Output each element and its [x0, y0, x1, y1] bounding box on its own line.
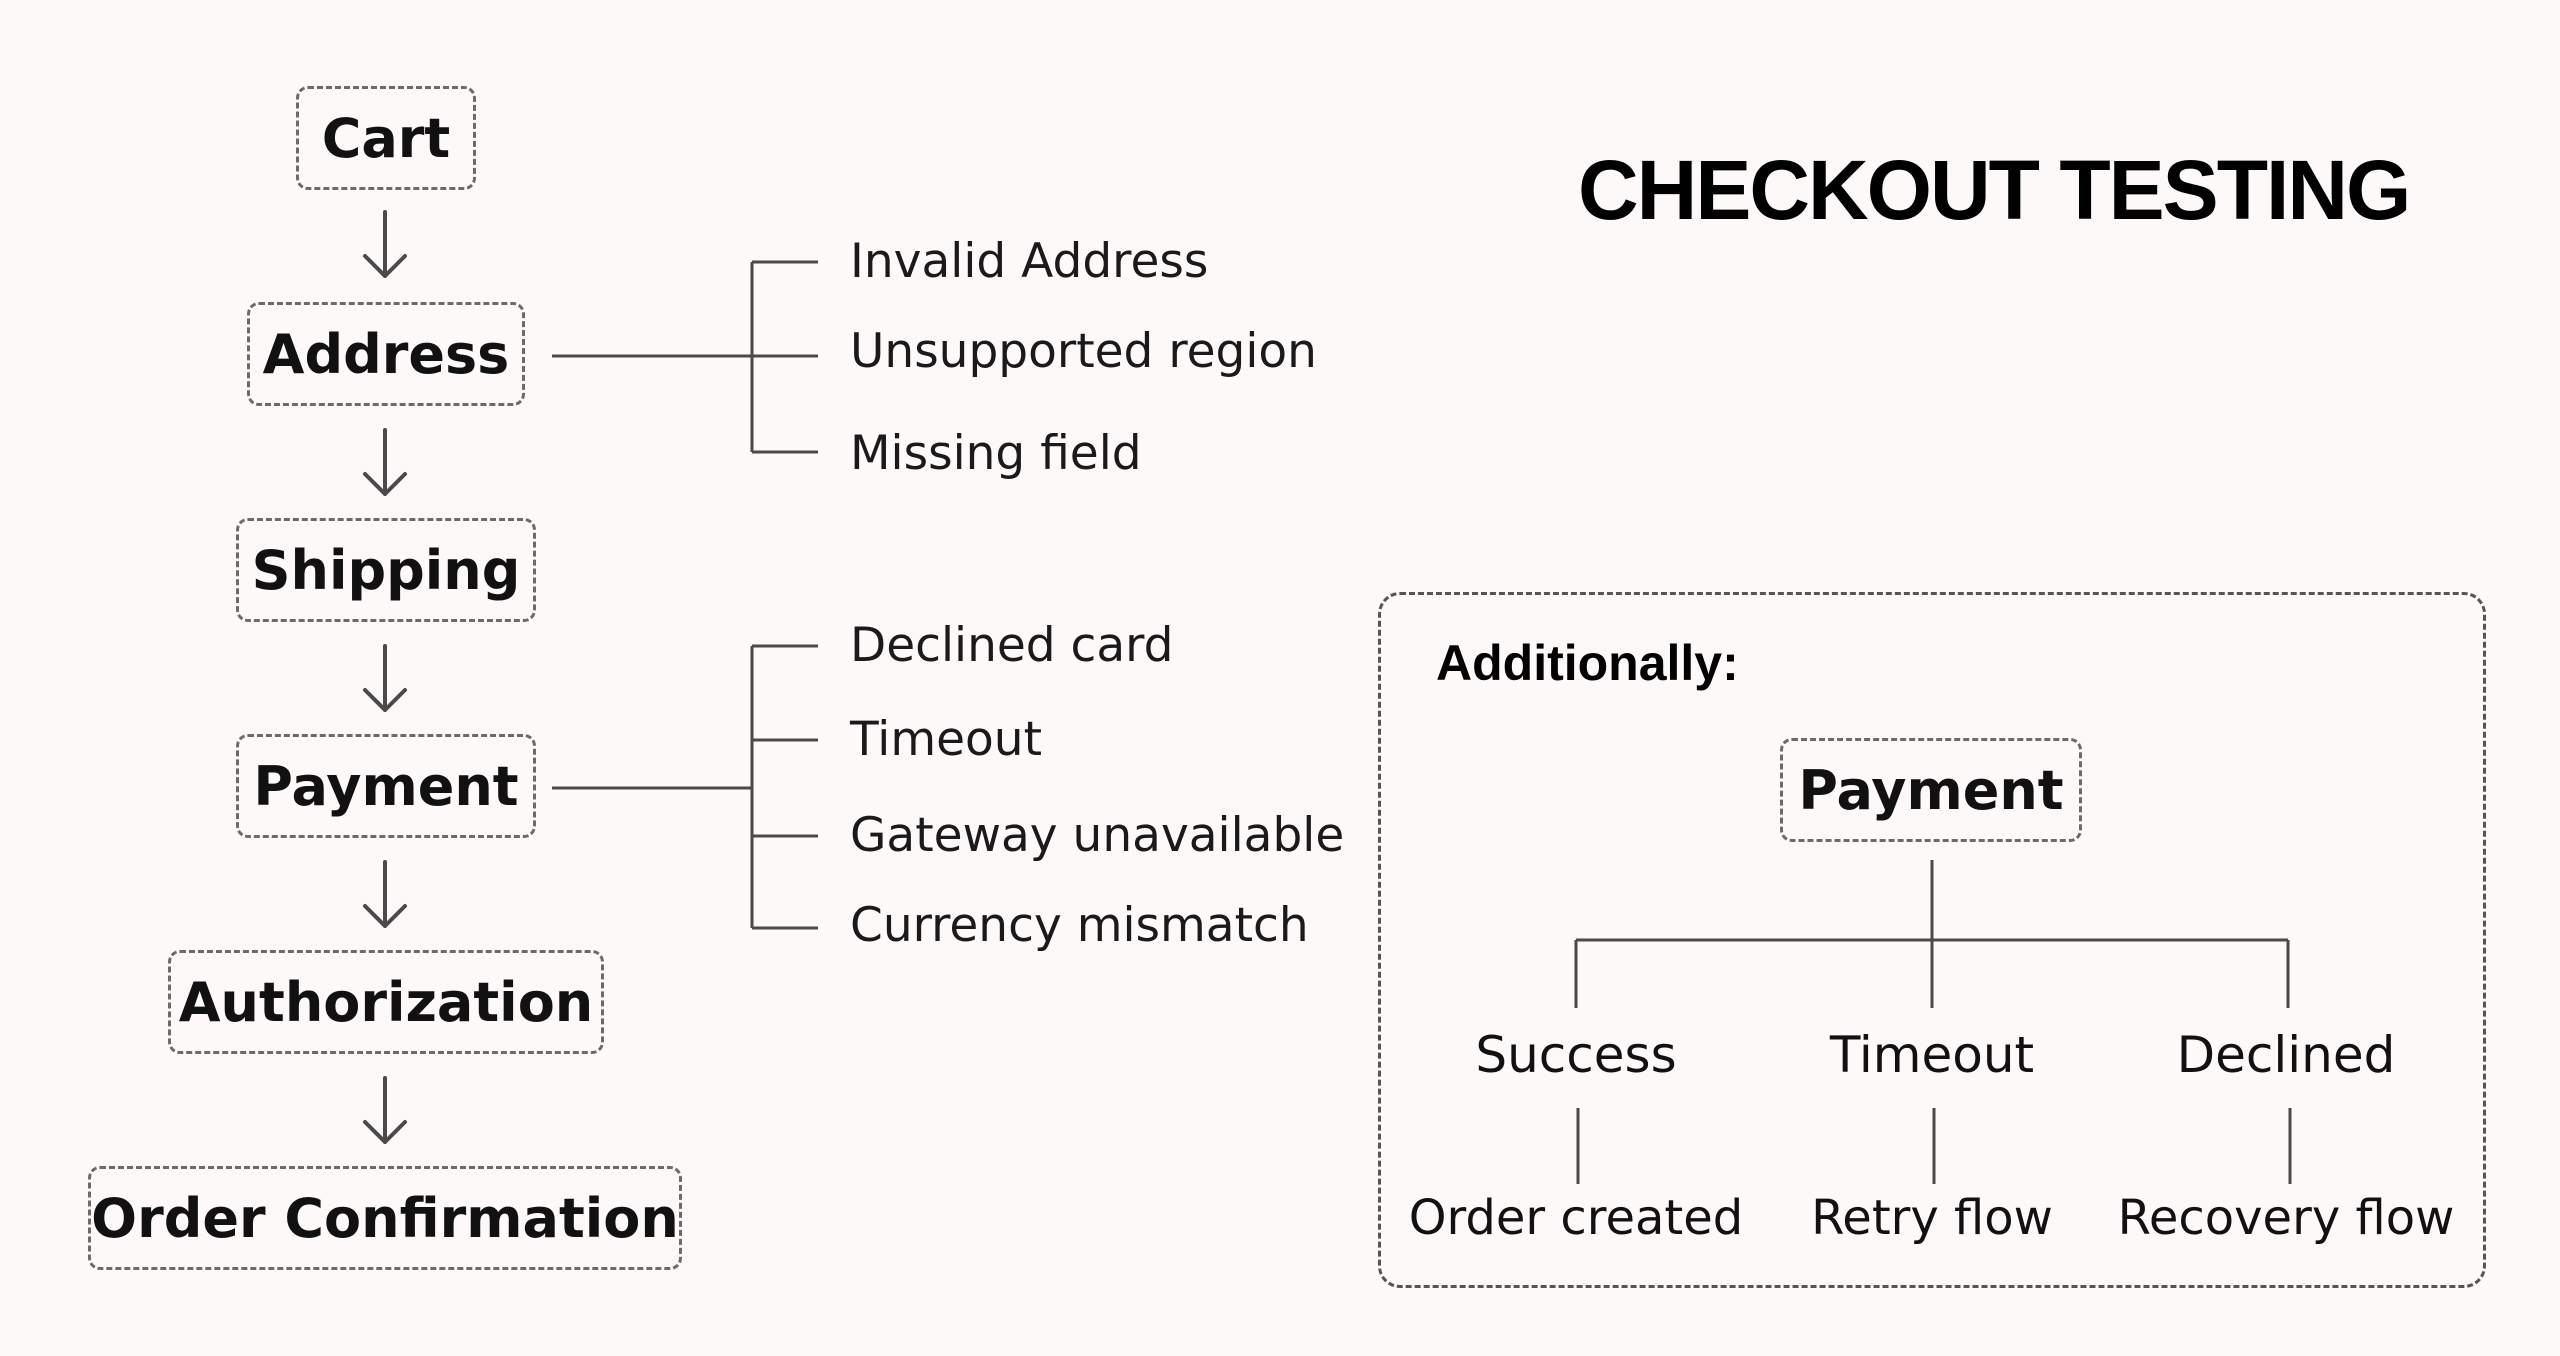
- additional-child-timeout: Timeout: [1829, 1026, 2035, 1084]
- additional-tree-connector: [1574, 860, 2292, 1184]
- page-title: CHECKOUT TESTING: [1578, 143, 2411, 237]
- additional-panel: [1378, 592, 2486, 1288]
- additional-root-payment: Payment: [1780, 738, 2082, 842]
- additional-outcome-order-created: Order created: [1408, 1190, 1744, 1246]
- additional-outcome-recovery-flow: Recovery flow: [2117, 1190, 2455, 1246]
- arrow-payment-to-authorization: [363, 860, 407, 928]
- flow-node-address: Address: [247, 302, 525, 406]
- flow-node-shipping: Shipping: [236, 518, 536, 622]
- payment-branch-currency-mismatch: Currency mismatch: [850, 898, 1309, 953]
- flow-node-payment: Payment: [236, 734, 536, 838]
- flow-node-order-confirmation: Order Confirmation: [88, 1166, 682, 1270]
- flow-arrows: [363, 210, 407, 1144]
- payment-branch-timeout: Timeout: [850, 712, 1042, 767]
- flow-node-cart: Cart: [296, 86, 476, 190]
- additional-outcome-retry-flow: Retry flow: [1811, 1190, 2053, 1246]
- address-branch-missing-field: Missing field: [850, 426, 1142, 481]
- additional-child-declined: Declined: [2176, 1026, 2396, 1084]
- additional-label: Additionally:: [1436, 635, 1739, 691]
- address-branch-unsupported-region: Unsupported region: [850, 324, 1317, 379]
- arrow-shipping-to-payment: [363, 644, 407, 712]
- payment-branch-declined-card: Declined card: [850, 618, 1174, 673]
- arrow-address-to-shipping: [363, 428, 407, 496]
- payment-branch-connector: [552, 644, 818, 930]
- flow-node-authorization: Authorization: [168, 950, 604, 1054]
- address-branch-invalid-address: Invalid Address: [850, 234, 1209, 289]
- arrow-authorization-to-confirmation: [363, 1076, 407, 1144]
- additional-child-success: Success: [1475, 1026, 1677, 1084]
- address-branch-connector: [552, 260, 818, 454]
- arrow-cart-to-address: [363, 210, 407, 278]
- payment-branch-gateway-unavailable: Gateway unavailable: [850, 808, 1345, 863]
